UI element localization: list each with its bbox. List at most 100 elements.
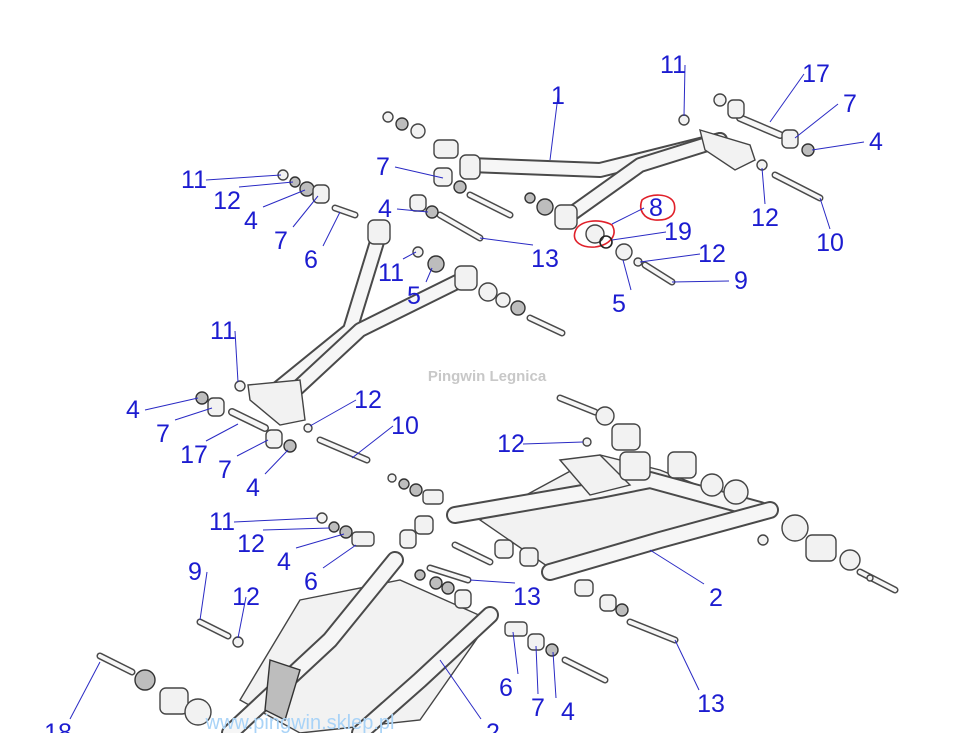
callout-label: 4 <box>869 128 883 156</box>
leader-line <box>469 579 516 584</box>
upper-control-arm-right <box>459 128 756 230</box>
leader-line <box>512 631 519 675</box>
callout-label: 2 <box>709 584 723 612</box>
leader-line <box>236 439 269 457</box>
leader-line <box>683 64 686 117</box>
leader-line <box>439 659 482 720</box>
callout-label: 4 <box>561 698 575 726</box>
leader-line <box>262 527 331 531</box>
callout-label: 13 <box>513 583 541 611</box>
callout-label: 13 <box>531 245 559 273</box>
leader-line <box>402 251 417 260</box>
callout-label: 17 <box>180 441 208 469</box>
lower-control-arm-right <box>446 451 779 581</box>
callout-label: 6 <box>304 246 318 274</box>
upper-control-arm-left <box>247 219 478 426</box>
leader-line <box>292 195 319 228</box>
leader-line <box>238 181 294 188</box>
callout-label: 12 <box>232 583 260 611</box>
callout-label: 11 <box>378 259 404 287</box>
leader-line <box>479 237 534 246</box>
leader-line <box>549 95 559 161</box>
leader-line <box>322 544 357 569</box>
leader-line <box>794 103 839 139</box>
leader-line <box>622 259 632 291</box>
callout-label: 19 <box>664 218 692 246</box>
leader-line <box>309 399 357 427</box>
callout-label: 4 <box>378 195 392 223</box>
callout-label: 13 <box>697 690 725 718</box>
callout-label: 4 <box>126 396 140 424</box>
leader-line <box>535 645 539 695</box>
leader-line <box>639 253 701 263</box>
callout-label: 11 <box>181 166 207 194</box>
leader-line <box>205 174 282 181</box>
callout-label: 12 <box>354 386 382 414</box>
lower-control-arm-left <box>221 551 499 733</box>
leader-line <box>674 639 700 691</box>
callout-label: 5 <box>407 282 421 310</box>
leader-line <box>425 267 433 283</box>
callout-label: 18 <box>44 719 72 733</box>
leader-line <box>552 651 557 699</box>
leader-line <box>69 661 101 720</box>
leader-line <box>264 449 289 475</box>
leader-line <box>611 231 667 241</box>
callout-label: 10 <box>816 229 844 257</box>
callout-label: 12 <box>698 240 726 268</box>
watermark-footer: www.pingwin.sklep.pl <box>205 712 395 733</box>
leader-line <box>649 549 705 585</box>
callout-label: 11 <box>660 51 686 79</box>
callout-label: 6 <box>304 568 318 596</box>
leader-line <box>322 211 341 247</box>
leader-line <box>351 425 394 459</box>
callout-label: 7 <box>843 90 857 118</box>
hardware <box>96 93 899 726</box>
callout-label: 7 <box>218 456 232 484</box>
leader-line <box>262 189 306 208</box>
callout-label: 2 <box>486 719 500 733</box>
leader-line <box>237 596 247 639</box>
leader-line <box>761 167 766 205</box>
leader-line <box>394 166 444 179</box>
callout-label: 12 <box>751 204 779 232</box>
leader-line <box>769 73 805 123</box>
callout-label: 4 <box>246 474 260 502</box>
leader-line <box>295 533 345 549</box>
callout-label: 17 <box>802 60 830 88</box>
leader-line <box>611 207 645 225</box>
callout-label: 7 <box>156 420 170 448</box>
callout-label: 12 <box>213 187 241 215</box>
leader-line <box>819 197 831 230</box>
callout-label: 11 <box>210 317 236 345</box>
watermark-center: Pingwin Legnica <box>428 368 547 385</box>
callout-label: 9 <box>188 558 202 586</box>
leader-line <box>671 280 730 283</box>
leader-line <box>174 407 213 421</box>
leader-line <box>396 208 429 213</box>
callout-label: 8 <box>649 194 663 222</box>
callout-label: 7 <box>274 227 288 255</box>
callout-label: 6 <box>499 674 513 702</box>
leader-line <box>811 141 865 151</box>
callout-label: 11 <box>209 508 235 536</box>
callout-label: 7 <box>531 694 545 722</box>
callout-label: 5 <box>612 290 626 318</box>
leader-lines <box>69 64 865 720</box>
callout-label: 12 <box>237 530 265 558</box>
leader-line <box>234 330 239 383</box>
callout-label: 1 <box>551 82 565 110</box>
leader-line <box>522 441 584 445</box>
callout-label: 4 <box>244 207 258 235</box>
highlight-marks <box>573 194 676 249</box>
callout-label: 4 <box>277 548 291 576</box>
leader-line <box>205 423 239 442</box>
callout-label: 12 <box>497 430 525 458</box>
leader-line <box>199 571 208 621</box>
callout-label: 9 <box>734 267 748 295</box>
leader-line <box>233 517 319 523</box>
leader-line <box>144 397 199 411</box>
